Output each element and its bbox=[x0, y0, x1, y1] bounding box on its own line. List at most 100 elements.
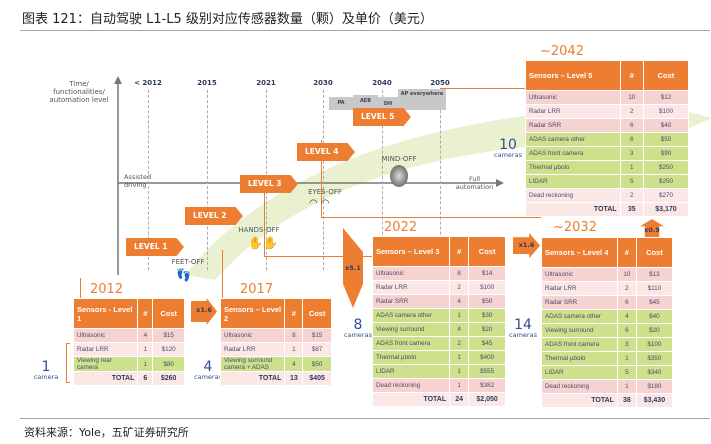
sensor-count: 2 bbox=[616, 281, 637, 296]
hands-off-label: HANDS-OFF bbox=[238, 226, 280, 234]
sensor-count: 1 bbox=[449, 350, 470, 365]
total-cost: $3,170 bbox=[642, 202, 690, 217]
sensor-cost: $87 bbox=[302, 342, 332, 357]
feature-dh: DH bbox=[378, 97, 398, 110]
sensor-cost: $40 bbox=[635, 309, 674, 324]
gridline bbox=[382, 90, 383, 270]
mind-off-label: MIND-OFF bbox=[381, 155, 417, 163]
sensor-count: 1 bbox=[619, 160, 644, 175]
sensor-name: Thermal µbolo bbox=[525, 160, 621, 175]
sensor-name: Ultrasonic bbox=[219, 328, 286, 343]
sensor-name: ADAS front camera bbox=[525, 146, 621, 161]
sensor-name: LIDAR bbox=[371, 364, 451, 379]
sensor-cost: $45 bbox=[468, 336, 506, 351]
sensor-cost: $270 bbox=[642, 188, 690, 203]
brain-icon bbox=[390, 165, 408, 187]
header-cost: Cost bbox=[635, 237, 674, 268]
header-count: # bbox=[449, 236, 470, 267]
total-cost: $3,430 bbox=[635, 393, 674, 408]
sensor-name: Ultrasonic bbox=[541, 267, 618, 282]
sensor-cost: $80 bbox=[152, 356, 185, 372]
header-cost: Cost bbox=[642, 60, 690, 91]
sensor-cost: $180 bbox=[635, 379, 674, 394]
level-2-arrow: LEVEL 2 bbox=[185, 207, 243, 225]
table-year: 2012 bbox=[90, 282, 124, 297]
sensor-name: Radar LRR bbox=[541, 281, 618, 296]
sensor-cost: $40 bbox=[642, 118, 690, 133]
sensor-name: Ultrasonic bbox=[525, 90, 621, 105]
sensor-count: 4 bbox=[449, 322, 470, 337]
sensor-count: 8 bbox=[449, 266, 470, 281]
sensor-cost: $50 bbox=[642, 132, 690, 147]
sensor-count: 1 bbox=[137, 356, 154, 372]
year-tick: 2050 bbox=[430, 79, 450, 87]
bracket bbox=[66, 343, 70, 383]
level-5-arrow: LEVEL 5 bbox=[353, 108, 411, 126]
sensor-cost: $15 bbox=[152, 328, 185, 343]
sensor-count: 6 bbox=[619, 118, 644, 133]
source-note: 资料来源：Yole，五矿证券研究所 bbox=[24, 426, 189, 439]
sensor-count: 2 bbox=[449, 336, 470, 351]
sensor-name: LIDAR bbox=[541, 365, 618, 380]
feature-ap-everywhere: AP everywhere bbox=[398, 89, 446, 110]
sensor-cost: $20 bbox=[635, 323, 674, 338]
total-cost: $405 bbox=[302, 371, 332, 386]
table-header: Sensors – Level 2#Cost bbox=[219, 298, 332, 329]
camera-count: 8 bbox=[353, 317, 363, 333]
sensor-cost: $110 bbox=[635, 281, 674, 296]
sensor-cost: $50 bbox=[302, 356, 332, 372]
header-cost: Cost bbox=[152, 298, 185, 329]
sensor-cost: $250 bbox=[642, 160, 690, 175]
camera-count: 14 bbox=[514, 317, 532, 333]
sensor-name: Ultrasonic bbox=[72, 328, 139, 343]
sensor-name: Dead reckoning bbox=[371, 378, 451, 393]
table-header: Sensors – Level 3#Cost bbox=[371, 236, 506, 267]
sensor-count: 10 bbox=[616, 267, 637, 282]
sensor-count: 4 bbox=[449, 294, 470, 309]
total-count: 35 bbox=[619, 202, 644, 217]
header-count: # bbox=[284, 298, 304, 329]
total-cost: $2,050 bbox=[468, 392, 506, 407]
sensor-cost: $250 bbox=[642, 174, 690, 189]
sensor-name: Dead reckoning bbox=[525, 188, 621, 203]
level-3-arrow: LEVEL 3 bbox=[240, 175, 298, 193]
total-label: TOTAL bbox=[72, 371, 139, 386]
sensor-count: 4 bbox=[137, 328, 154, 343]
y-axis-label: Time/ functionalities/ automation level bbox=[49, 80, 109, 104]
sensor-name: Viewing rear camera bbox=[72, 356, 139, 372]
multiplier-arrow: x0.9 bbox=[640, 219, 664, 237]
sensor-name: Thermal µbolo bbox=[541, 351, 618, 366]
sensor-count: 6 bbox=[616, 323, 637, 338]
table-year: 2017 bbox=[240, 282, 274, 297]
total-label: TOTAL bbox=[525, 202, 621, 217]
sensor-name: ADAS camera other bbox=[371, 308, 451, 323]
table-header: Sensors - Level 1#Cost bbox=[72, 298, 185, 329]
header-cost: Cost bbox=[468, 236, 506, 267]
sensor-count: 3 bbox=[616, 337, 637, 352]
camera-unit: cameras bbox=[194, 373, 222, 381]
sensor-count: 8 bbox=[284, 328, 304, 343]
sensor-name: Viewing surround camera + ADAS bbox=[219, 356, 286, 372]
sensor-count: 1 bbox=[616, 351, 637, 366]
